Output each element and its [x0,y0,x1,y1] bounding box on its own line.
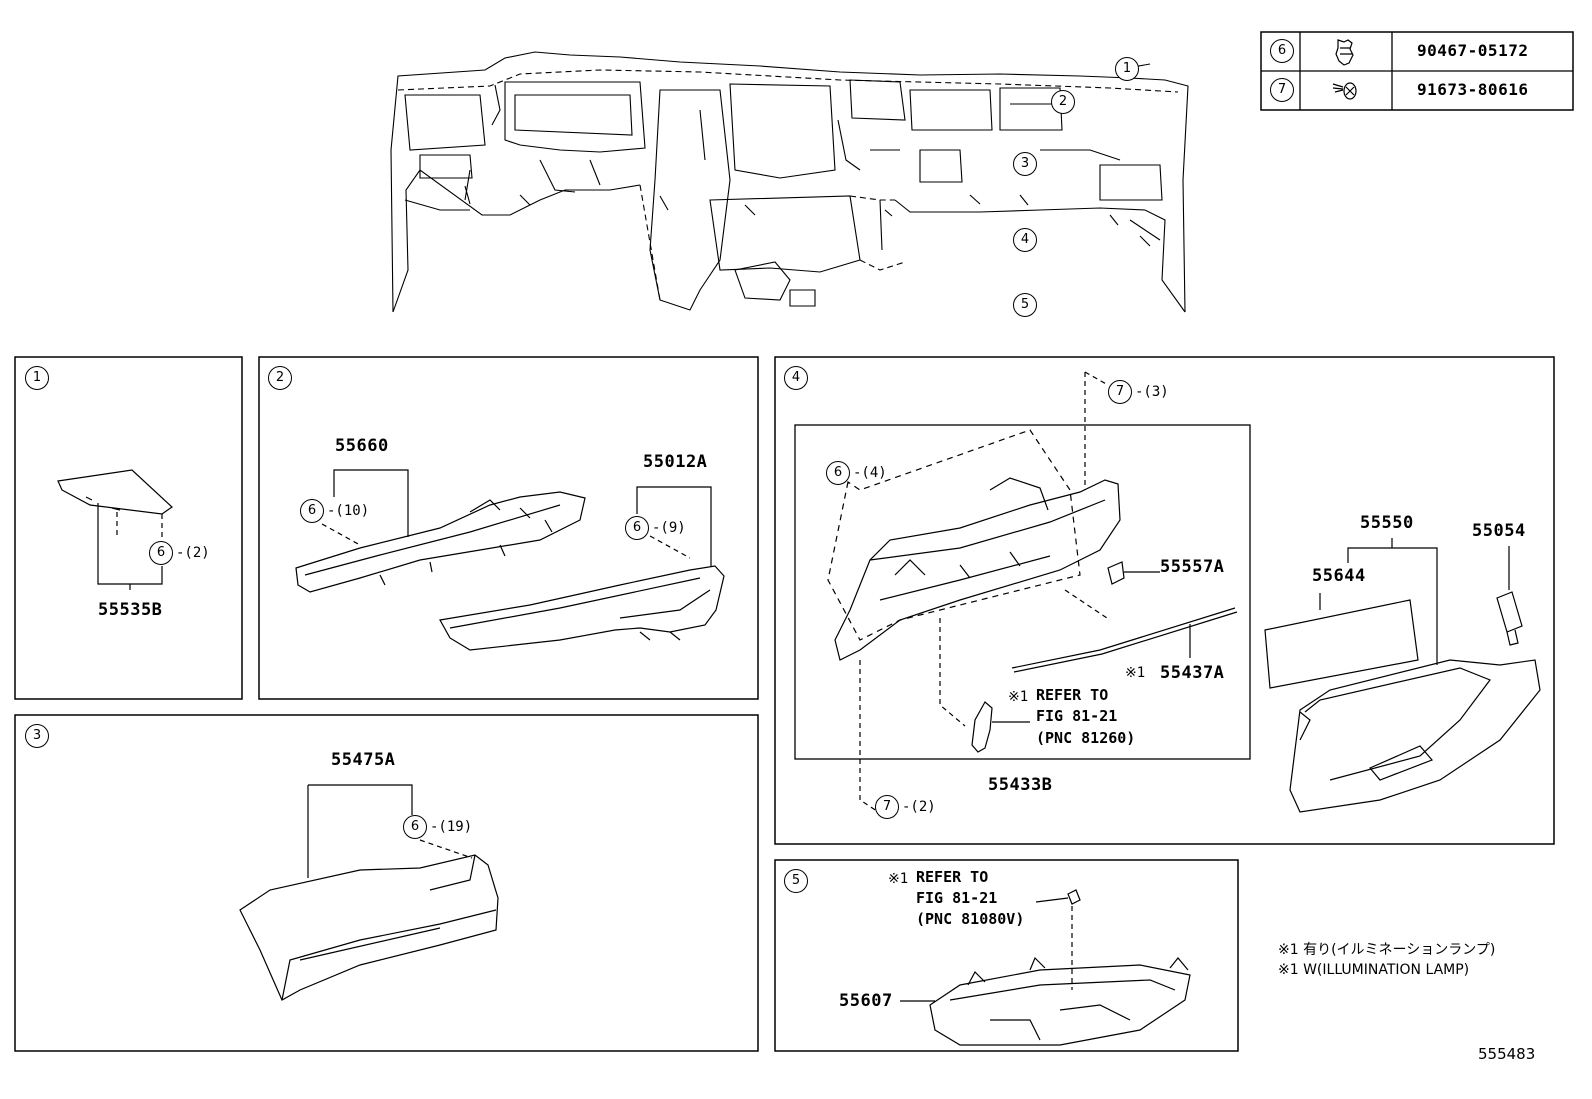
panel-4-screw-bottom-qty: -(2) [902,799,936,815]
panel-4-clip-qty: -(4) [853,465,887,481]
panel-5-ref-line-3: (PNC 81080V) [916,910,1025,928]
note-english: ※1 W(ILLUMINATION LAMP) [1278,962,1470,978]
panel-2-drawing [295,469,725,651]
fastener-part-6: 90467-05172 [1417,41,1529,60]
panel-4-frame [774,356,1555,845]
panel-2-frame [258,356,759,700]
panel-5-ref-line-2: FIG 81-21 [916,889,998,907]
panel-5-drawing [900,889,1191,1046]
overview-callout-3[interactable]: 3 [1013,152,1037,176]
fastener-table [1260,31,1574,111]
panel-1-drawing [57,469,173,590]
panel-1-number: 1 [25,366,49,390]
overview-callout-4[interactable]: 4 [1013,228,1037,252]
panel-3-number: 3 [25,724,49,748]
panel-5-frame [774,859,1239,1052]
panel-3-clip-key: 6 [403,815,427,839]
overview-callout-5[interactable]: 5 [1013,293,1037,317]
panel-4-rod-note-mark: ※1 [1125,665,1146,681]
panel-4-part-55437a[interactable]: 55437A [1160,663,1225,683]
panel-4-ref-mark: ※1 [1008,689,1029,705]
fastener-key-6: 6 [1270,39,1294,63]
panel-2-part-55012a[interactable]: 55012A [643,452,708,472]
panel-4-part-55550[interactable]: 55550 [1360,513,1414,533]
panel-2-clip-a-qty: -(10) [327,503,370,519]
panel-5-number: 5 [784,869,808,893]
overview-callout-2[interactable]: 2 [1051,90,1075,114]
panel-4-screw-bottom-key: 7 [875,795,899,819]
panel-1-frame [14,356,243,700]
panel-4-screw-top-qty: -(3) [1135,384,1169,400]
panel-4-ref-line-1: REFER TO [1036,686,1109,704]
panel-4-part-55557a[interactable]: 55557A [1160,557,1225,577]
panel-4-ref-line-3: (PNC 81260) [1036,729,1136,747]
fastener-key-7: 7 [1270,78,1294,102]
panel-4-part-55644[interactable]: 55644 [1312,566,1366,586]
figure-id: 555483 [1478,1045,1536,1063]
panel-5-ref-mark: ※1 [888,871,909,887]
panel-4-drawing [827,371,1541,814]
panel-5-part-55607[interactable]: 55607 [839,991,893,1011]
panel-1-part-number[interactable]: 55535B [98,600,163,620]
fastener-part-7: 91673-80616 [1417,80,1529,99]
note-japanese: ※1 有り(イルミネーションランプ) [1278,942,1496,958]
overview-callout-1[interactable]: 1 [1115,57,1139,81]
panel-1-clip-key: 6 [149,541,173,565]
clip-icon [1335,39,1354,66]
panel-2-part-55660[interactable]: 55660 [335,436,389,456]
panel-4-part-55054[interactable]: 55054 [1472,521,1526,541]
panel-4-number: 4 [784,366,808,390]
panel-4-subassy-frame [794,424,1251,760]
panel-4-ref-line-2: FIG 81-21 [1036,707,1118,725]
panel-5-ref-line-1: REFER TO [916,868,989,886]
panel-3-clip-qty: -(19) [430,819,473,835]
panel-3-drawing [239,784,499,1001]
panel-4-part-55433b[interactable]: 55433B [988,775,1053,795]
panel-3-part-number[interactable]: 55475A [331,750,396,770]
panel-3-frame [14,714,759,1052]
panel-1-clip-qty: -(2) [176,545,210,561]
panel-2-clip-b-qty: -(9) [652,520,686,536]
screw-icon [1332,82,1357,100]
panel-2-number: 2 [268,366,292,390]
panel-4-clip-key: 6 [826,461,850,485]
panel-2-clip-b-key: 6 [625,516,649,540]
panel-2-clip-a-key: 6 [300,499,324,523]
panel-4-screw-top-key: 7 [1108,380,1132,404]
